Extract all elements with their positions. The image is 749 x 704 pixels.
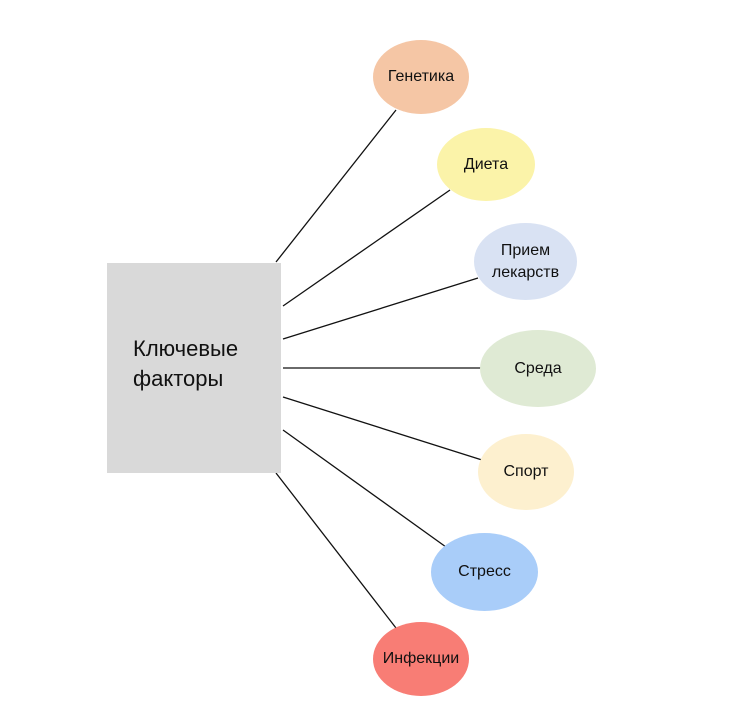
factor-label-genetics: Генетика bbox=[387, 68, 455, 85]
factor-node-medication: Прием лекарств bbox=[474, 223, 577, 300]
factor-label-stress: Стресс bbox=[458, 563, 511, 580]
factor-label-infections: Инфекции bbox=[382, 650, 460, 667]
connector-line-genetics bbox=[275, 109, 397, 263]
factor-node-stress: Стресс bbox=[431, 533, 538, 611]
factor-node-diet: Диета bbox=[437, 128, 535, 201]
connector-line-sport bbox=[282, 396, 483, 461]
key-factors-label: Ключевые факторы bbox=[133, 336, 239, 391]
key-factors-box bbox=[107, 263, 281, 473]
connector-line-infections bbox=[275, 472, 397, 629]
factor-label-diet: Диета bbox=[463, 155, 509, 173]
factor-node-environment: Среда bbox=[480, 330, 596, 407]
factor-node-infections: Инфекции bbox=[373, 622, 469, 696]
connector-line-stress bbox=[282, 429, 447, 548]
factor-label-sport: Спорт bbox=[503, 463, 549, 480]
factor-node-genetics: Генетика bbox=[373, 40, 469, 114]
connector-line-medication bbox=[282, 277, 479, 340]
factor-label-medication: Прием лекарств bbox=[491, 241, 560, 281]
connector-line-diet bbox=[282, 189, 451, 307]
factor-label-environment: Среда bbox=[514, 359, 562, 377]
factor-node-sport: Спорт bbox=[478, 434, 574, 510]
